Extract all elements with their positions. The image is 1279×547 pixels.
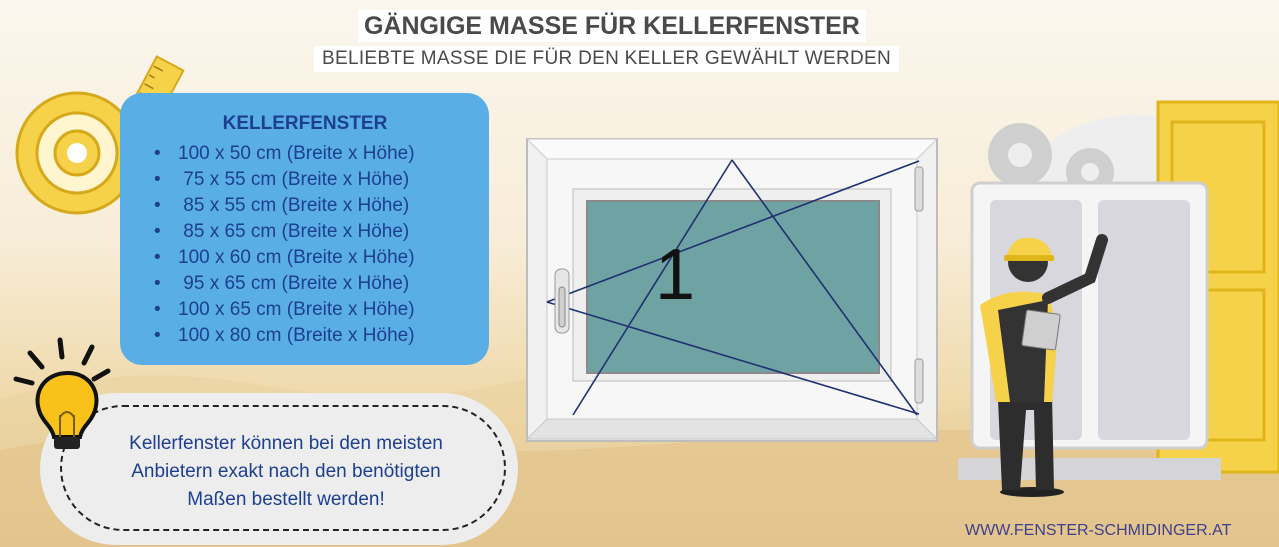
sizes-list: 100 x 50 cm (Breite x Höhe) 75 x 55 cm (… bbox=[154, 141, 415, 349]
sizes-info-box: KELLERFENSTER 100 x 50 cm (Breite x Höhe… bbox=[120, 93, 489, 365]
list-item: 100 x 50 cm (Breite x Höhe) bbox=[154, 141, 415, 167]
list-item: 85 x 65 cm (Breite x Höhe) bbox=[154, 219, 415, 245]
list-item: 100 x 65 cm (Breite x Höhe) bbox=[154, 297, 415, 323]
page-subtitle: BELIEBTE MASSE DIE FÜR DEN KELLER GEWÄHL… bbox=[314, 46, 900, 72]
worker-icon bbox=[980, 234, 1108, 497]
note-text: Kellerfenster können bei den meisten Anb… bbox=[96, 430, 476, 514]
list-item: 100 x 80 cm (Breite x Höhe) bbox=[154, 323, 415, 349]
list-item: 85 x 55 cm (Breite x Höhe) bbox=[154, 193, 415, 219]
footer-url[interactable]: WWW.FENSTER-SCHMIDINGER.AT bbox=[965, 522, 1232, 539]
window-number: 1 bbox=[655, 235, 695, 315]
note-line: Maßen bestellt werden! bbox=[187, 489, 385, 510]
list-item: 100 x 60 cm (Breite x Höhe) bbox=[154, 245, 415, 271]
note-line: Anbietern exakt nach den benötigten bbox=[131, 461, 441, 482]
page-title: GÄNGIGE MASSE FÜR KELLERFENSTER bbox=[358, 10, 866, 42]
list-item: 75 x 55 cm (Breite x Höhe) bbox=[154, 167, 415, 193]
list-item: 95 x 65 cm (Breite x Höhe) bbox=[154, 271, 415, 297]
note-dashed-border bbox=[60, 405, 506, 531]
light-bulb-icon bbox=[13, 337, 111, 449]
worker-scene bbox=[958, 100, 1279, 497]
window-illustration: 1 bbox=[525, 138, 939, 442]
note-line: Kellerfenster können bei den meisten bbox=[129, 433, 443, 454]
sizes-heading: KELLERFENSTER bbox=[222, 113, 388, 134]
